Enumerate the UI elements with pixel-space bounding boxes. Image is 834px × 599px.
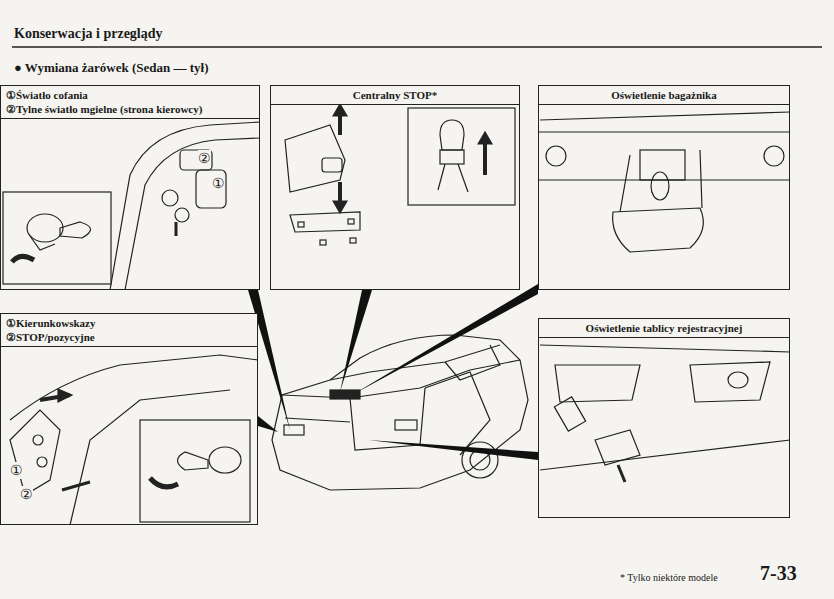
illustration-line bbox=[728, 372, 748, 388]
illustration-line bbox=[483, 140, 487, 175]
panel-title: Oświetlenie tablicy rejestracyjnej bbox=[544, 321, 784, 335]
illustration-line bbox=[175, 222, 178, 236]
illustration-line bbox=[125, 138, 260, 290]
callout-number: ② bbox=[20, 486, 33, 503]
panel-title: ①Światło cofania bbox=[6, 88, 254, 102]
callout-number: ① bbox=[212, 175, 225, 192]
illustration-line bbox=[333, 201, 347, 213]
panel-title: Oświetlenie bagażnika bbox=[544, 88, 784, 102]
illustration-line bbox=[554, 397, 585, 431]
callout-number: ① bbox=[10, 462, 23, 479]
illustration-line bbox=[700, 150, 702, 208]
illustration-line bbox=[33, 435, 43, 445]
illustration-line bbox=[322, 158, 342, 172]
illustration-line bbox=[175, 208, 189, 222]
illustration-line bbox=[350, 238, 356, 243]
illustration-line bbox=[209, 447, 241, 473]
illustration-line bbox=[180, 150, 212, 170]
illustration-line bbox=[60, 222, 91, 238]
illustration-line bbox=[30, 236, 55, 250]
panel-title: ②Tylne światło mgielne (strona kierowcy) bbox=[6, 102, 254, 116]
illustration-line bbox=[540, 440, 790, 470]
illustration-line bbox=[110, 122, 260, 290]
illustration-line bbox=[438, 164, 468, 192]
illustration-line bbox=[258, 416, 278, 432]
illustration-line bbox=[546, 146, 566, 166]
illustration-line bbox=[618, 465, 625, 482]
bulb-panel: Centralny STOP* bbox=[270, 85, 520, 290]
illustration-line bbox=[150, 478, 178, 487]
illustration-line bbox=[440, 120, 464, 150]
illustration-line bbox=[348, 219, 354, 224]
illustration-line bbox=[368, 440, 538, 460]
illustration-line bbox=[540, 112, 790, 120]
illustration-line bbox=[555, 365, 640, 402]
bulb-panel: Oświetlenie bagażnika bbox=[538, 85, 790, 290]
illustration-line bbox=[285, 418, 350, 422]
illustration-line bbox=[27, 214, 63, 242]
panel-header: Oświetlenie bagażnika bbox=[539, 86, 789, 105]
illustration-line bbox=[478, 132, 492, 144]
illustration-line bbox=[272, 335, 528, 490]
illustration-line bbox=[320, 240, 326, 245]
illustration-line bbox=[330, 390, 360, 399]
illustration-line bbox=[290, 212, 360, 232]
illustration-line bbox=[3, 192, 111, 284]
panel-header: Oświetlenie tablicy rejestracyjnej bbox=[539, 319, 789, 338]
illustration-line bbox=[408, 108, 515, 205]
page-number: 7-33 bbox=[760, 562, 797, 585]
illustration-line bbox=[333, 104, 347, 116]
running-head: Konserwacja i przeglądy bbox=[14, 26, 163, 42]
illustration-line bbox=[284, 425, 304, 435]
illustration-line bbox=[58, 389, 72, 402]
illustration-line bbox=[340, 290, 372, 392]
footnote: * Tylko niektóre modele bbox=[620, 572, 718, 583]
illustration-line bbox=[440, 150, 464, 164]
illustration-line bbox=[37, 457, 47, 467]
bulb-panel: ①Kierunkowskazy②STOP/pozycyjne bbox=[0, 313, 258, 525]
illustration-line bbox=[690, 362, 770, 402]
panel-header: ①Kierunkowskazy②STOP/pozycyjne bbox=[1, 314, 257, 347]
illustration-line bbox=[538, 131, 790, 132]
illustration-line bbox=[62, 482, 90, 490]
illustration-line bbox=[640, 150, 685, 180]
illustration-line bbox=[12, 256, 34, 262]
illustration-line bbox=[352, 284, 538, 395]
section-title: ● Wymiana żarówek (Sedan — tył) bbox=[14, 60, 209, 76]
illustration-line bbox=[248, 290, 290, 430]
panel-title: ②STOP/pozycyjne bbox=[6, 330, 252, 344]
callout-number: ② bbox=[198, 150, 211, 167]
illustration-line bbox=[196, 170, 226, 208]
illustration-line bbox=[282, 360, 520, 398]
illustration-line bbox=[350, 388, 425, 450]
illustration-line bbox=[140, 420, 250, 522]
panel-header: ①Światło cofania②Tylne światło mgielne (… bbox=[1, 86, 259, 119]
illustration-line bbox=[330, 345, 500, 380]
illustration-line bbox=[10, 355, 258, 420]
illustration-line bbox=[764, 146, 784, 166]
illustration-line bbox=[285, 125, 345, 192]
illustration-line bbox=[620, 155, 630, 212]
bulb-panel: Oświetlenie tablicy rejestracyjnej bbox=[538, 318, 790, 518]
illustration-line bbox=[445, 345, 500, 380]
illustration-line bbox=[178, 452, 209, 470]
illustration-line bbox=[12, 46, 822, 48]
illustration-line bbox=[10, 410, 60, 495]
illustration-line bbox=[613, 208, 704, 252]
panel-title: Centralny STOP* bbox=[276, 88, 514, 102]
illustration-line bbox=[595, 430, 640, 465]
illustration-line bbox=[651, 172, 669, 200]
illustration-line bbox=[540, 345, 790, 352]
illustration-line bbox=[395, 420, 417, 430]
panel-title: ①Kierunkowskazy bbox=[6, 316, 252, 330]
illustration-line bbox=[162, 190, 178, 206]
panel-header: Centralny STOP* bbox=[271, 86, 519, 105]
illustration-line bbox=[298, 222, 304, 227]
